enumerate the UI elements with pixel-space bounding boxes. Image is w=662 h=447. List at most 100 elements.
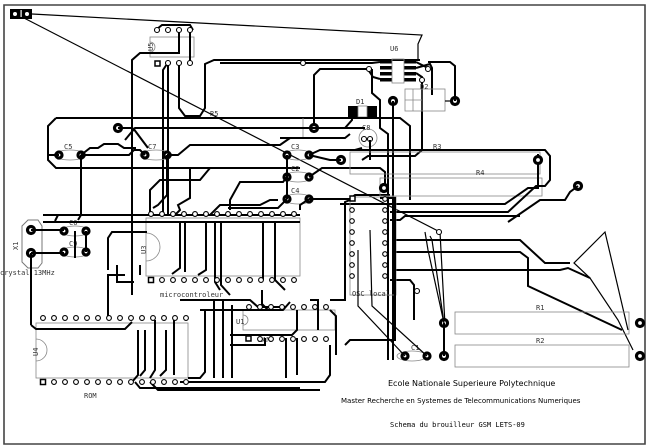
- u3-pad: [192, 277, 198, 283]
- u4-pad: [117, 379, 123, 385]
- c2-label: C2: [291, 165, 299, 173]
- u1-pad: [246, 304, 252, 310]
- title-line-3: Schema du brouilleur GSM LETS-09: [390, 421, 525, 429]
- u3-pad: [159, 277, 165, 283]
- u4-pad: [106, 315, 112, 321]
- u3-pad: [247, 277, 253, 283]
- u1-pad: [290, 336, 296, 342]
- u4-pad: [62, 379, 68, 385]
- u3-pads: [147, 211, 297, 284]
- u3-pad: [170, 277, 176, 283]
- r4-label: R4: [476, 169, 484, 177]
- u3-pad: [236, 211, 242, 217]
- u3-pad: [181, 277, 187, 283]
- u1-pad: [312, 336, 318, 342]
- u4-pad: [183, 315, 189, 321]
- u1-pad: [312, 304, 318, 310]
- u5-label: U5: [147, 43, 155, 51]
- u4-rom: U4 ROM: [30, 300, 331, 400]
- u4-pad: [183, 379, 189, 385]
- u3-pad: [225, 211, 231, 217]
- u4-pad: [161, 315, 167, 321]
- title-line-1: Ecole Nationale Superieure Polytechnique: [388, 379, 555, 388]
- u4-pad: [117, 315, 123, 321]
- x1-crystal: X1 crystal 13MHz C6 C9: [0, 214, 185, 325]
- u3-pad: [192, 211, 198, 217]
- u4-pad: [84, 379, 90, 385]
- d1-diode: D1: [348, 98, 377, 118]
- u3-pad: [203, 211, 209, 217]
- u4-pad: [106, 379, 112, 385]
- u6-ic: U6: [220, 45, 433, 360]
- u3-pad: [148, 211, 154, 217]
- u4-pad: [150, 379, 156, 385]
- u4-pad: [51, 315, 57, 321]
- c8-capacitor: C8: [358, 124, 378, 160]
- u4-label: U4: [32, 348, 40, 356]
- title-block: Ecole Nationale Superieure Polytechnique…: [341, 379, 581, 429]
- u4-pad: [51, 379, 57, 385]
- title-line-2: Master Recherche en Systemes de Telecomm…: [341, 397, 581, 405]
- u3-pad: [214, 277, 220, 283]
- u1-pad: [301, 336, 307, 342]
- microcontroleur-label: microcontroleur: [160, 291, 223, 299]
- u4-pad: [40, 315, 46, 321]
- r3-r4-resistors: R3 R4: [340, 143, 584, 223]
- crystal-label: crystal 13MHz: [0, 269, 55, 277]
- osc-local-label: OSC local: [352, 290, 390, 298]
- u3-pad: [147, 276, 155, 284]
- x1-label: X1: [12, 242, 20, 250]
- u3-pad: [280, 211, 286, 217]
- c1-capacitor: C1: [357, 229, 432, 362]
- u1-pad: [301, 304, 307, 310]
- c3-label: C3: [291, 143, 299, 151]
- u1-ram: U1 RAM: [180, 290, 337, 378]
- u3-pad: [170, 211, 176, 217]
- d1-label: D1: [356, 98, 364, 106]
- u5-regulator: U5: [131, 24, 420, 295]
- u3-label: U3: [140, 246, 148, 254]
- u3-pad: [236, 277, 242, 283]
- c4-label: C4: [291, 187, 299, 195]
- u1-pad: [279, 336, 285, 342]
- u4-pad: [172, 315, 178, 321]
- u1-pad: [323, 336, 329, 342]
- u1-pad: [268, 304, 274, 310]
- u3-pad: [291, 277, 297, 283]
- u4-pad: [84, 315, 90, 321]
- u3-pad: [258, 277, 264, 283]
- u4-pad: [73, 379, 79, 385]
- c9-label: C9: [69, 240, 77, 248]
- u1-label: U1: [236, 318, 244, 326]
- u4-pad: [150, 315, 156, 321]
- rf-traces: [390, 215, 634, 351]
- u3-pad: [247, 211, 253, 217]
- r5-label: R5: [210, 110, 218, 118]
- c7-label: C7: [148, 143, 156, 151]
- u1-pads: [246, 304, 329, 342]
- r1-label: R1: [536, 304, 544, 312]
- c1-label: C1: [411, 344, 419, 352]
- r1-r2-resistors: R1 R2: [424, 231, 646, 368]
- u4-pad: [39, 378, 47, 386]
- u2-osc-local: U2 OSC local: [330, 182, 443, 346]
- u3-pad: [258, 211, 264, 217]
- u3-pad: [269, 211, 275, 217]
- u3-pad: [181, 211, 187, 217]
- u4-pad: [95, 315, 101, 321]
- u3-pad: [269, 277, 275, 283]
- u3-pad: [291, 211, 297, 217]
- u3-pad: [280, 277, 286, 283]
- u1-pad: [268, 336, 274, 342]
- c8-label: C8: [362, 124, 370, 132]
- u1-pad: [257, 304, 263, 310]
- c5-label: C5: [64, 143, 72, 151]
- u3-pad: [214, 211, 220, 217]
- u4-pad: [172, 379, 178, 385]
- u3-pad: [159, 211, 165, 217]
- d2-diode: D2: [387, 61, 461, 360]
- u5-pads: [153, 26, 194, 67]
- u4-pads: [39, 315, 189, 386]
- u4-pad: [128, 379, 134, 385]
